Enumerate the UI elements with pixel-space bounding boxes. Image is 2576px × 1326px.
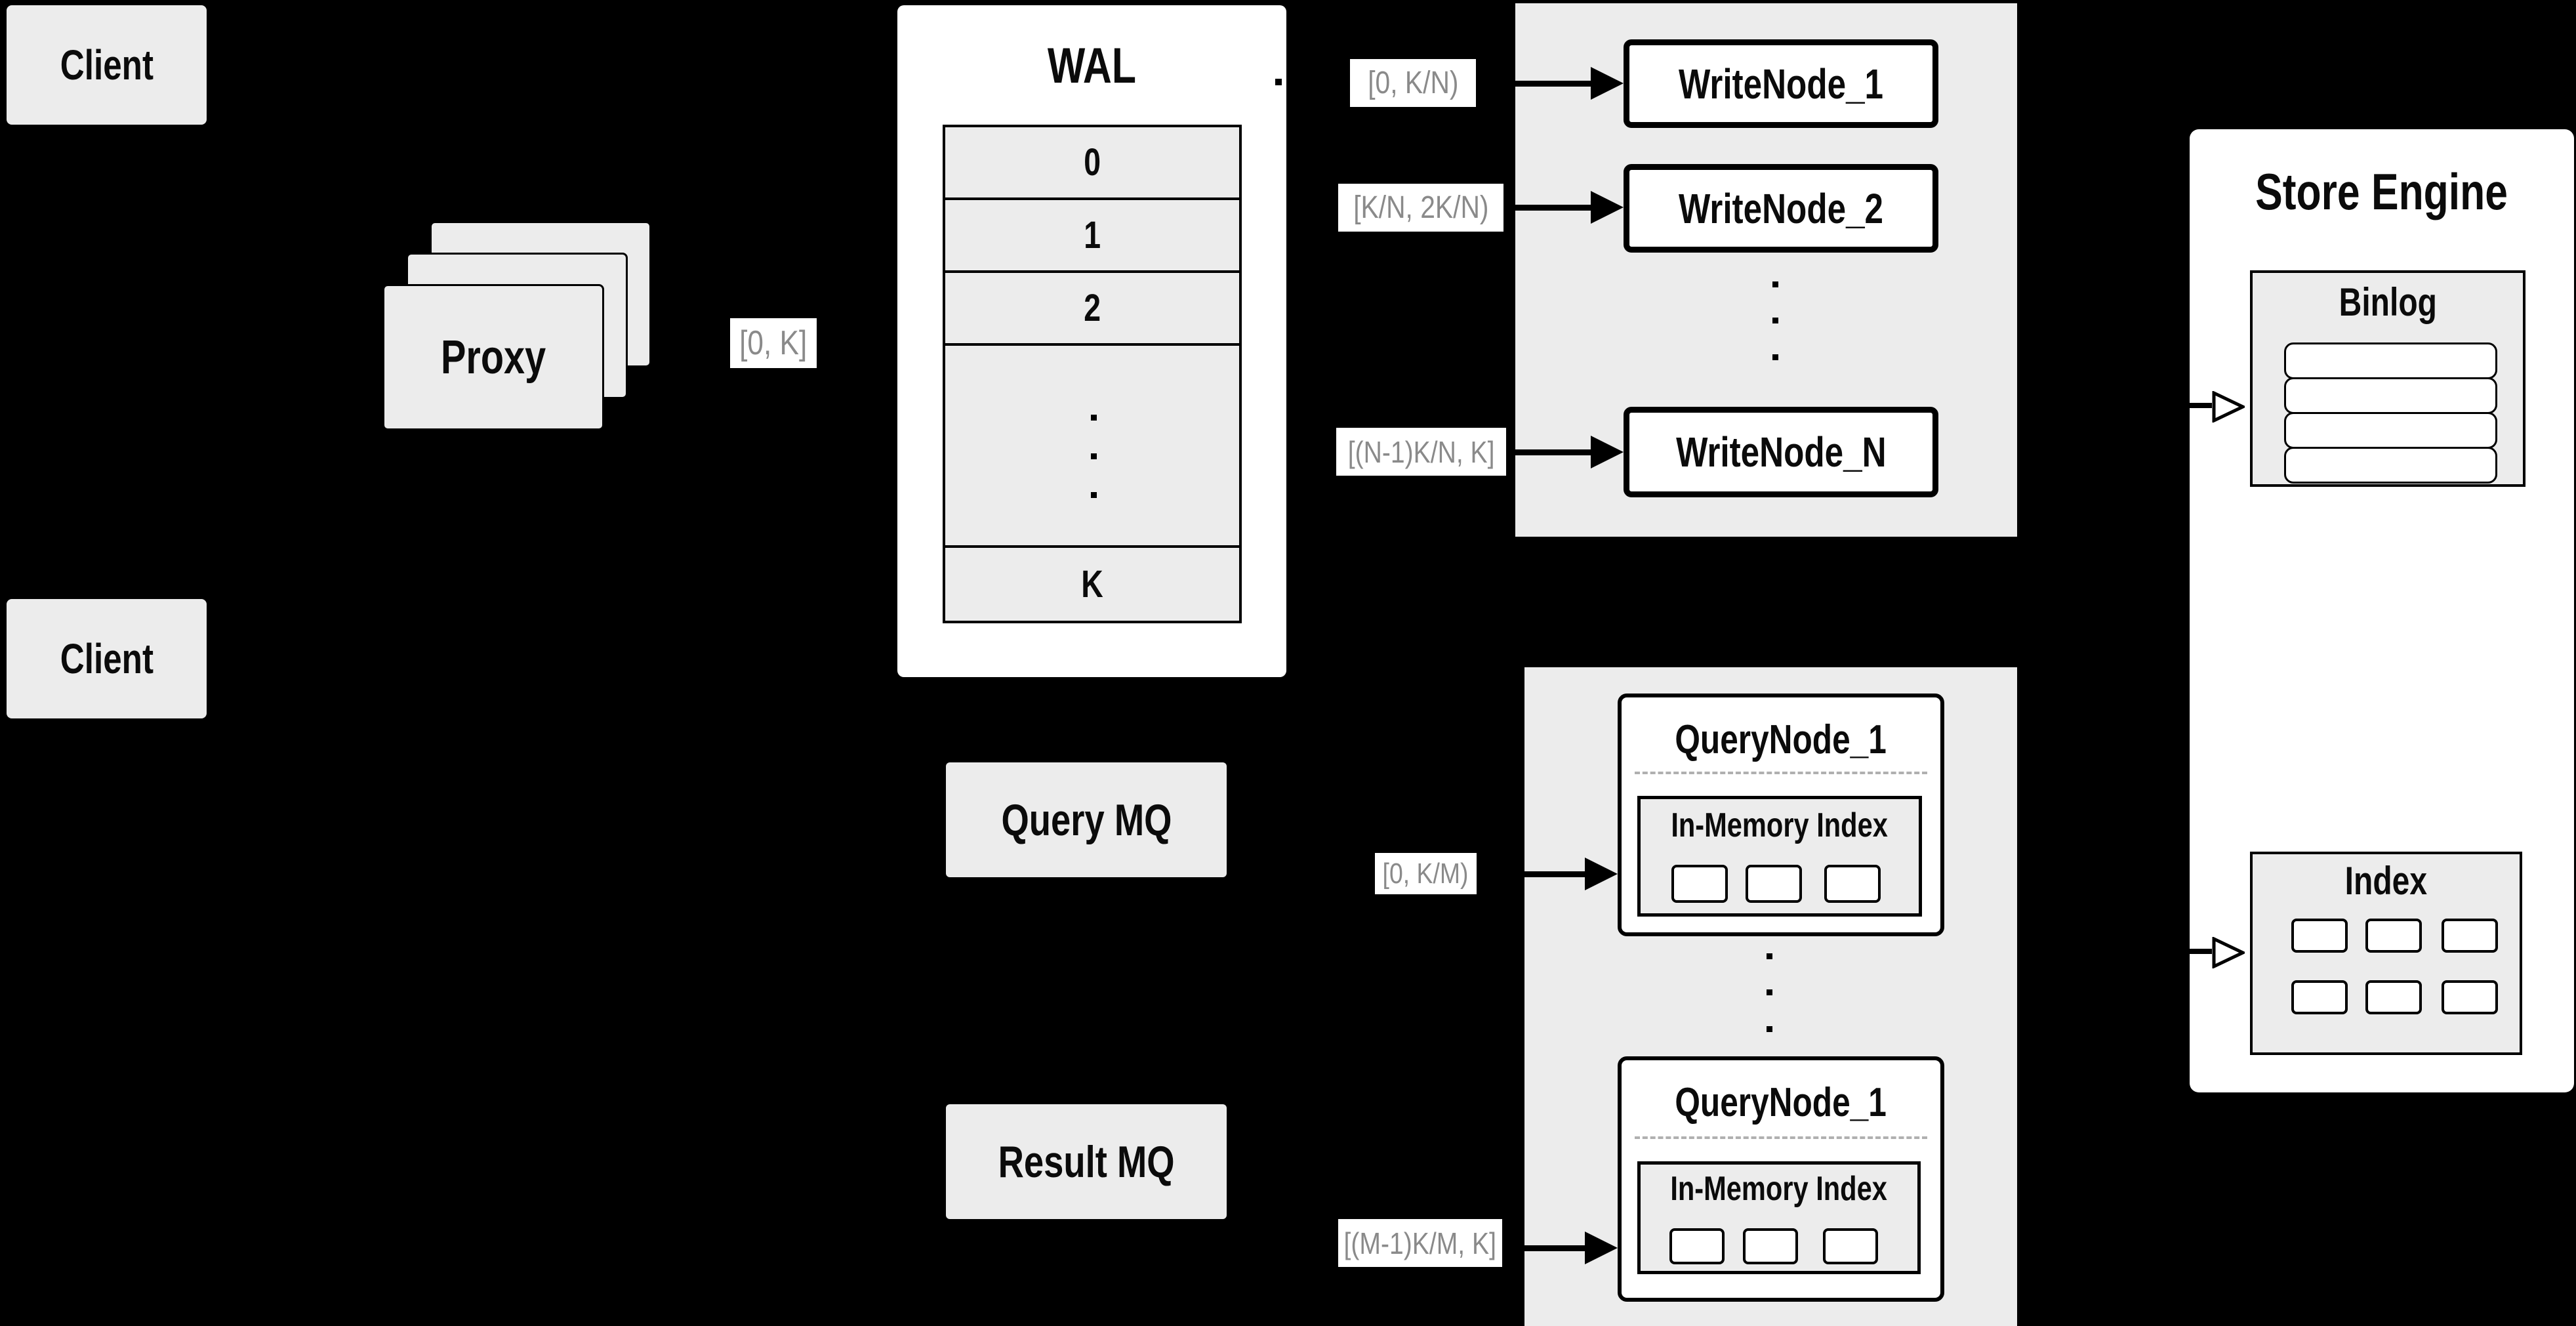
wal-segment-1: 1	[943, 197, 1242, 273]
open-arrowhead-icon	[2212, 391, 2245, 423]
segment-chip	[1671, 865, 1728, 903]
range-label-write-1: [0, K/N)	[1350, 59, 1476, 107]
arrowhead-icon	[1591, 67, 1624, 100]
binlog-title: Binlog	[2339, 280, 2437, 324]
ellipsis-dot	[1772, 318, 1778, 323]
index-chip	[2365, 919, 2422, 953]
dashed-separator	[1635, 1136, 1927, 1139]
write-node-2: WriteNode_2	[1624, 164, 1938, 253]
segment-chip	[1823, 1228, 1878, 1264]
binlog-row	[2284, 412, 2497, 449]
client-top-label: Client	[60, 41, 153, 89]
index-chip	[2365, 980, 2422, 1014]
binlog-row	[2284, 447, 2497, 484]
query-node-top-title: QueryNode_1	[1675, 717, 1887, 762]
index-chip	[2442, 980, 2498, 1014]
arrow-to-binlog	[2125, 403, 2212, 408]
query-node-bottom-title: QueryNode_1	[1675, 1080, 1887, 1125]
ellipsis-dot	[1772, 281, 1778, 287]
ellipsis-dot	[1767, 989, 1772, 995]
client-node-top: Client	[7, 5, 207, 125]
ellipsis-dot	[1091, 415, 1097, 421]
segment-chip	[1669, 1228, 1725, 1264]
client-bottom-label: Client	[60, 635, 153, 682]
open-arrowhead-icon	[2212, 937, 2245, 968]
segment-chip	[1743, 1228, 1798, 1264]
in-memory-index-top-title: In-Memory Index	[1671, 806, 1889, 844]
range-label-proxy-out: [0, K]	[730, 318, 817, 368]
arrow-stub	[1275, 79, 1282, 85]
range-label-write-n: [(N-1)K/N, K]	[1336, 428, 1506, 476]
in-memory-index-bottom-title: In-Memory Index	[1670, 1170, 1888, 1208]
wal-segment-2: 2	[943, 270, 1242, 346]
index-title: Index	[2344, 859, 2428, 903]
arrowhead-icon	[1591, 191, 1624, 224]
proxy-label: Proxy	[440, 331, 546, 384]
range-label-query-m: [(M-1)K/M, K]	[1338, 1219, 1502, 1267]
index-chip	[2291, 980, 2348, 1014]
arrow-to-index	[2125, 949, 2212, 954]
write-node-1: WriteNode_1	[1624, 39, 1938, 128]
query-mq-node: Query MQ	[946, 762, 1227, 877]
segment-chip	[1746, 865, 1802, 903]
arrow-to-querynode-top	[1477, 871, 1585, 877]
ellipsis-dot	[1091, 453, 1097, 459]
ellipsis-dot	[1767, 953, 1772, 959]
arrow-to-querynode-bottom	[1502, 1245, 1585, 1251]
range-label-write-2: [K/N, 2K/N)	[1338, 184, 1503, 232]
client-node-bottom: Client	[7, 599, 207, 718]
binlog-row	[2284, 342, 2497, 379]
wal-segment-ellipsis	[943, 343, 1242, 548]
proxy-node: Proxy	[382, 284, 604, 430]
arrowhead-icon	[1591, 436, 1624, 468]
ellipsis-dot	[1772, 354, 1778, 360]
dashed-separator	[1635, 772, 1927, 774]
arrow-to-writenode-2	[1503, 205, 1591, 211]
ellipsis-dot	[1767, 1026, 1772, 1032]
index-box	[2250, 852, 2522, 1055]
wal-segment-0: 0	[943, 125, 1242, 200]
store-engine-title: Store Engine	[2255, 163, 2508, 220]
arrowhead-icon	[1585, 1232, 1618, 1264]
binlog-row	[2284, 377, 2497, 414]
index-chip	[2291, 919, 2348, 953]
wal-segment-k: K	[943, 545, 1242, 623]
arrow-to-writenode-n	[1506, 449, 1591, 455]
ellipsis-dot	[1091, 492, 1097, 498]
range-label-query-1: [0, K/M)	[1375, 853, 1477, 894]
index-chip	[2442, 919, 2498, 953]
wal-title: WAL	[1047, 37, 1137, 94]
arrowhead-icon	[1585, 858, 1618, 890]
segment-chip	[1824, 865, 1881, 903]
arrow-to-writenode-1	[1476, 81, 1591, 87]
result-mq-node: Result MQ	[946, 1104, 1227, 1219]
write-node-n: WriteNode_N	[1624, 407, 1938, 497]
